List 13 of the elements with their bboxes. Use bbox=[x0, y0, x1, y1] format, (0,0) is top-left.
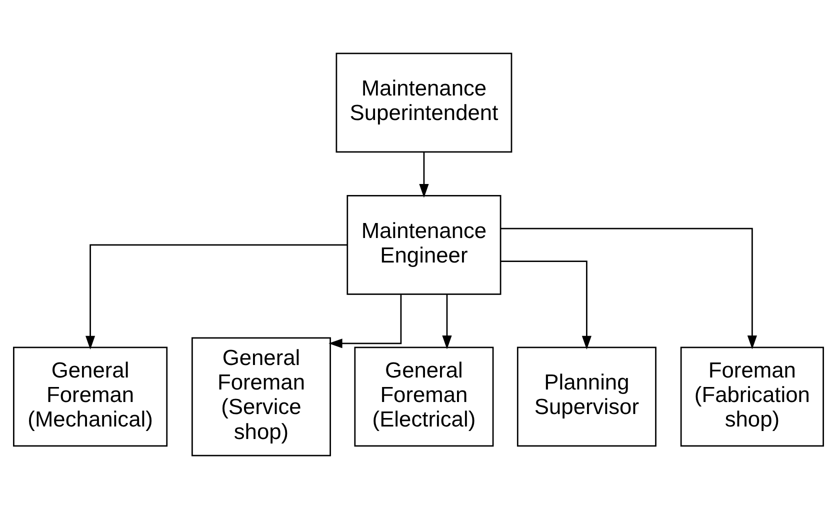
node-box: General Foreman (Mechanical) bbox=[13, 346, 168, 446]
arrow bbox=[500, 227, 757, 349]
arrow bbox=[442, 294, 452, 349]
node-box: General Foreman (Service shop) bbox=[191, 336, 331, 456]
arrow bbox=[419, 152, 429, 198]
arrow bbox=[500, 260, 592, 350]
arrow bbox=[328, 294, 402, 348]
node-box: Maintenance Superintendent bbox=[336, 52, 512, 152]
node-box: Maintenance Engineer bbox=[346, 194, 502, 294]
node-box: Foreman (Fabrication shop) bbox=[680, 346, 824, 446]
node-box: Planning Supervisor bbox=[516, 346, 656, 446]
node-box: General Foreman (Electrical) bbox=[354, 346, 494, 446]
arrow bbox=[86, 244, 347, 350]
